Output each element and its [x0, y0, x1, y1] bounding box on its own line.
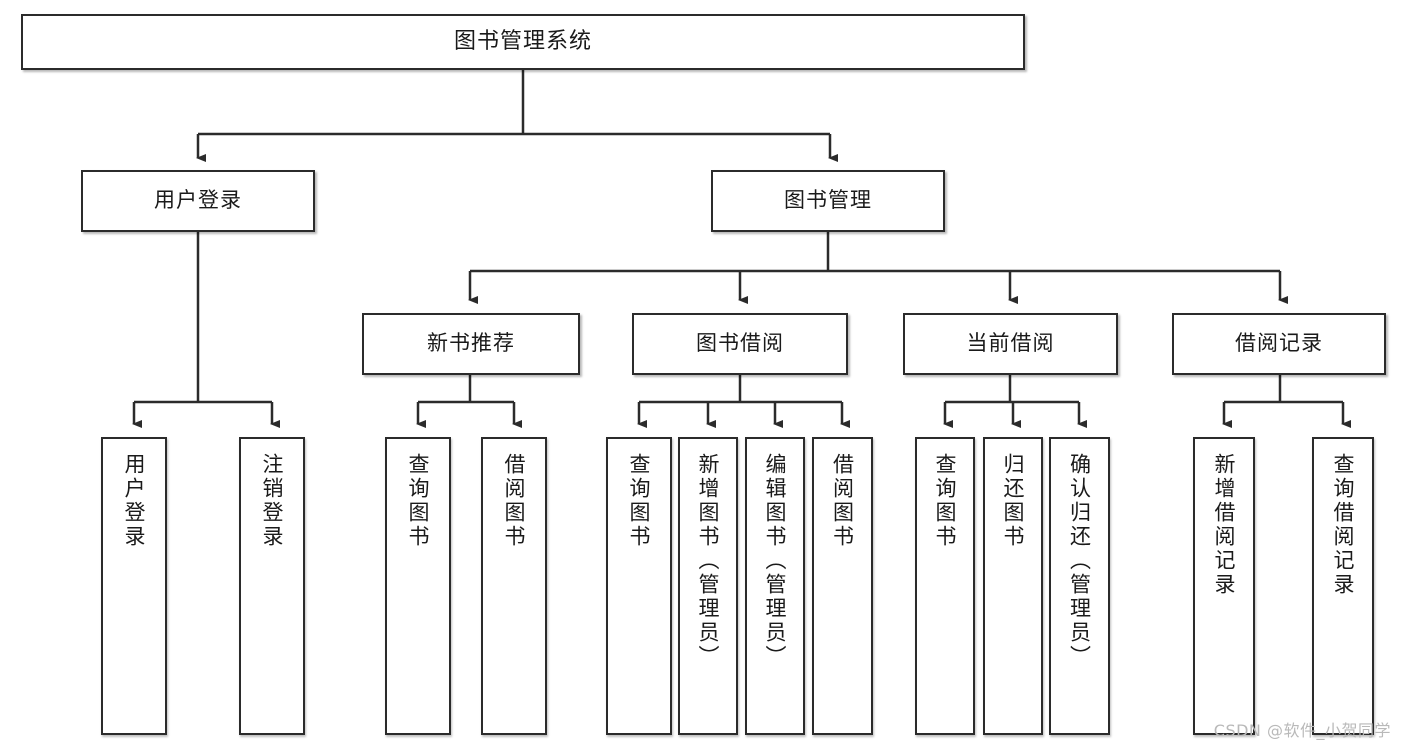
node-label: 借阅图书	[830, 453, 855, 549]
leaf-query-book-borrow[interactable]: 查询图书	[606, 437, 672, 735]
node-label: 图书管理	[784, 188, 872, 213]
node-label: 当前借阅	[966, 331, 1055, 356]
leaf-user-logout[interactable]: 注销登录	[239, 437, 305, 735]
leaf-confirm-return-admin[interactable]: 确认归还（管理员）	[1049, 437, 1110, 735]
node-label: 用户登录	[122, 453, 147, 549]
node-label: 确认归还（管理员）	[1067, 453, 1092, 669]
node-label: 借阅图书	[502, 453, 527, 549]
node-label: 查询图书	[406, 453, 431, 549]
leaf-query-borrow-record[interactable]: 查询借阅记录	[1312, 437, 1374, 735]
node-new-book-recommend[interactable]: 新书推荐	[362, 313, 580, 375]
node-book-management[interactable]: 图书管理	[711, 170, 945, 232]
leaf-query-book-recommend[interactable]: 查询图书	[385, 437, 451, 735]
node-label: 查询图书	[933, 453, 958, 549]
node-label: 新书推荐	[427, 331, 515, 356]
node-label: 归还图书	[1001, 453, 1026, 549]
node-label: 新增图书（管理员）	[696, 453, 721, 669]
leaf-query-book-current[interactable]: 查询图书	[915, 437, 975, 735]
node-label: 新增借阅记录	[1212, 453, 1237, 597]
node-label: 查询借阅记录	[1331, 453, 1356, 597]
leaf-add-borrow-record[interactable]: 新增借阅记录	[1193, 437, 1255, 735]
leaf-borrow-book-recommend[interactable]: 借阅图书	[481, 437, 547, 735]
csdn-watermark: CSDN @软件_小贺同学	[1213, 721, 1391, 740]
leaf-edit-book-admin[interactable]: 编辑图书（管理员）	[745, 437, 805, 735]
node-label: 注销登录	[260, 453, 285, 549]
node-book-borrow[interactable]: 图书借阅	[632, 313, 848, 375]
node-borrow-record[interactable]: 借阅记录	[1172, 313, 1386, 375]
leaf-user-login[interactable]: 用户登录	[101, 437, 167, 735]
leaf-add-book-admin[interactable]: 新增图书（管理员）	[678, 437, 738, 735]
node-label: 图书借阅	[696, 331, 784, 356]
node-user-login[interactable]: 用户登录	[81, 170, 315, 232]
leaf-borrow-book[interactable]: 借阅图书	[812, 437, 873, 735]
node-root[interactable]: 图书管理系统	[21, 14, 1025, 70]
node-label: 用户登录	[154, 188, 242, 213]
node-label: 借阅记录	[1235, 331, 1323, 356]
node-label: 编辑图书（管理员）	[763, 453, 788, 669]
node-label: 图书管理系统	[453, 28, 592, 54]
node-current-borrow[interactable]: 当前借阅	[903, 313, 1118, 375]
node-label: 查询图书	[627, 453, 652, 549]
leaf-return-book[interactable]: 归还图书	[983, 437, 1043, 735]
